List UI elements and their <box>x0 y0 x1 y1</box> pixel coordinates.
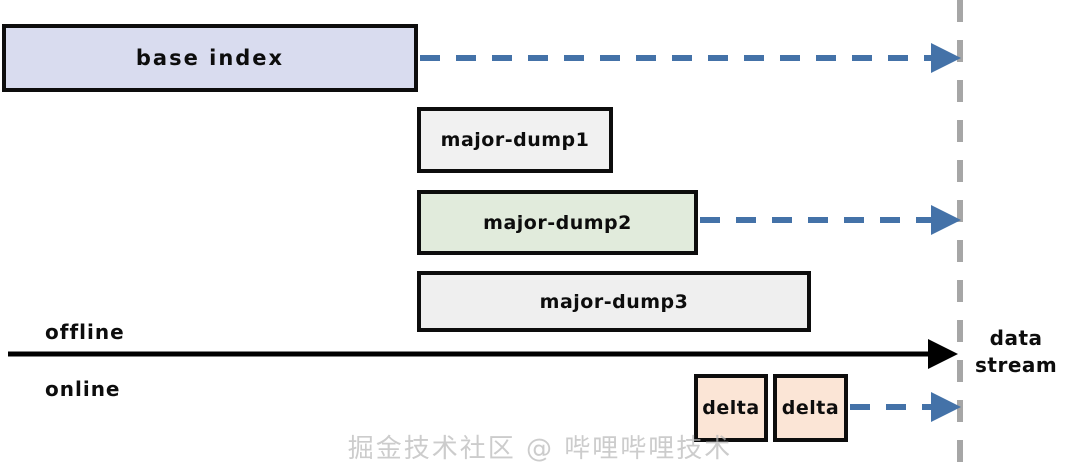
label-data-stream: data stream <box>975 325 1057 379</box>
box-base-index-label: base index <box>135 46 285 70</box>
box-delta-2-label: delta <box>781 397 840 419</box>
label-data-stream-line2: stream <box>975 353 1058 377</box>
box-major-dump2[interactable]: major-dump2 <box>417 190 698 255</box>
box-major-dump1-label: major-dump1 <box>440 129 590 151</box>
box-delta-1[interactable]: delta <box>694 374 768 442</box>
label-data-stream-line1: data <box>989 326 1043 350</box>
box-delta-2[interactable]: delta <box>773 374 848 442</box>
box-major-dump3-label: major-dump3 <box>539 290 689 313</box>
label-online: online <box>45 377 121 401</box>
label-offline: offline <box>45 320 125 344</box>
box-major-dump1[interactable]: major-dump1 <box>417 107 613 173</box>
box-delta-1-label: delta <box>702 397 760 419</box>
box-major-dump3[interactable]: major-dump3 <box>417 271 811 332</box>
box-major-dump2-label: major-dump2 <box>483 211 632 234</box>
box-base-index[interactable]: base index <box>2 24 418 92</box>
